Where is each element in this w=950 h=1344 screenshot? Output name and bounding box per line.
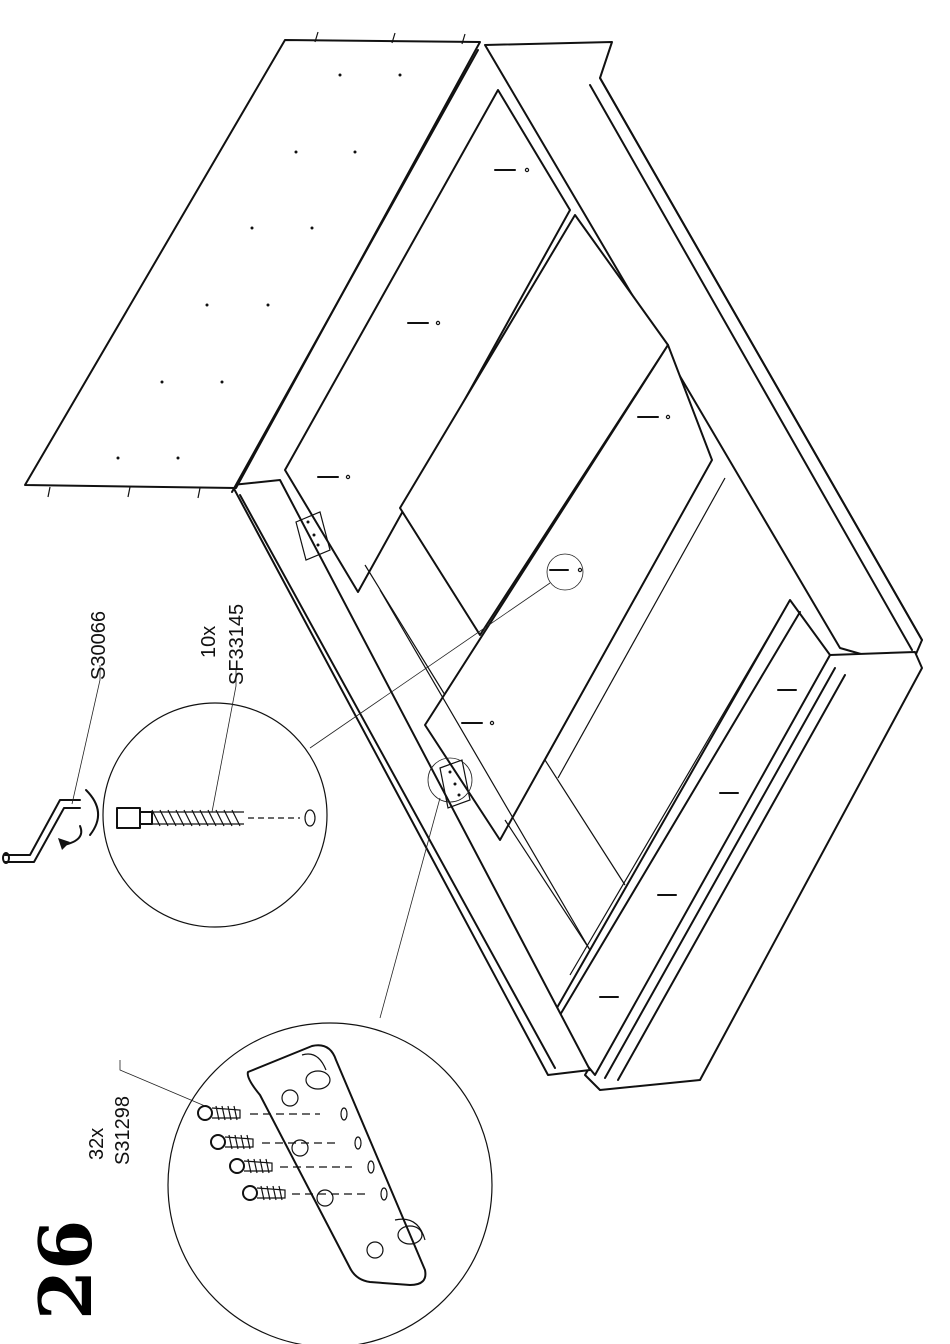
screw-detail-circle: [168, 1023, 492, 1344]
bolt-detail-circle: [103, 703, 327, 927]
hex-key-s30066: [3, 790, 98, 863]
screw-quantity-label: 32x: [86, 1128, 108, 1160]
screw-s31298: [230, 1159, 374, 1173]
screw-code-label: S31298: [112, 1096, 134, 1165]
screw-detail: [120, 1023, 492, 1344]
bolt-quantity-label: 10x: [198, 626, 220, 658]
bed-frame: [25, 32, 922, 1090]
bolt-sf33145: [117, 808, 315, 828]
step-number: 26: [30, 1220, 102, 1320]
bolt-code-label: SF33145: [226, 604, 248, 685]
screw-s31298: [243, 1186, 387, 1200]
hinge-plate-large: [248, 1045, 426, 1285]
bolt-detail: [3, 665, 327, 927]
hex-key-code-label: S30066: [88, 611, 110, 680]
